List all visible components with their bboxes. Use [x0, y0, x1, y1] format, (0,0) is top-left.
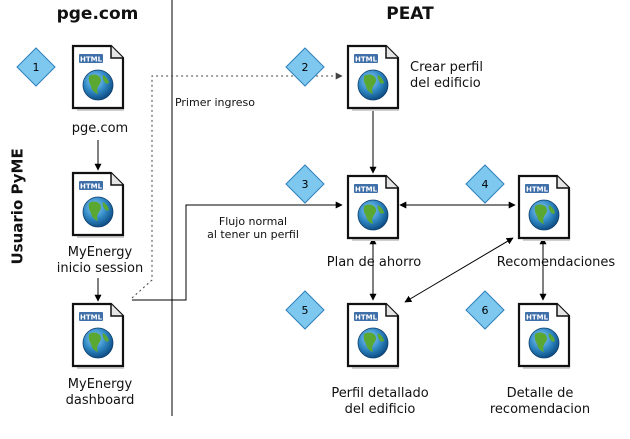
diamond-shape — [285, 164, 325, 204]
globe-land — [88, 332, 101, 352]
header-pge: pge.com — [56, 4, 139, 24]
step-number: 5 — [302, 304, 309, 317]
globe-land — [548, 333, 555, 342]
diamond-shape — [465, 290, 505, 330]
html-file-icon-pge: HTML — [71, 44, 125, 111]
step-diamond-pge: 1 — [16, 47, 56, 87]
page-fold — [385, 176, 398, 189]
globe-land — [377, 205, 384, 214]
diamond-shape — [465, 164, 505, 204]
globe-land — [534, 204, 547, 224]
html-file-icon-myenergy-dashboard: HTML — [71, 302, 125, 369]
html-file-icon-plan-ahorro: HTML — [346, 174, 400, 241]
html-badge-text: HTML — [80, 183, 103, 191]
page-fold — [556, 176, 569, 189]
label-perfil-detallado: Perfil detallado del edificio — [331, 386, 429, 417]
edge-primer-ingreso — [131, 72, 343, 299]
globe-land — [377, 333, 384, 342]
html-badge-text: HTML — [80, 56, 103, 64]
step-number: 6 — [482, 304, 489, 317]
html-badge — [354, 54, 378, 63]
globe-land — [534, 332, 547, 352]
step-diamond-detalle-recomendacion: 6 — [465, 290, 505, 330]
html-badge — [79, 312, 103, 321]
html-badge — [525, 184, 549, 193]
globe-land — [102, 202, 109, 211]
html-badge-text: HTML — [80, 314, 103, 322]
label-plan-ahorro: Plan de ahorro — [326, 255, 422, 270]
diamond-shape — [16, 47, 56, 87]
html-badge — [525, 312, 549, 321]
step-diamond-recomendaciones: 4 — [465, 164, 505, 204]
html-badge — [79, 54, 103, 63]
edge-label-primer-ingreso: Primer ingreso — [174, 96, 256, 109]
html-badge — [354, 312, 378, 321]
label-detalle-recomendacion: Detalle de recomendacion — [489, 386, 591, 417]
globe-land — [102, 75, 109, 84]
globe-land — [377, 75, 384, 84]
html-file-icon-detalle-recomendacion: HTML — [517, 302, 571, 369]
diamond-shape — [285, 290, 325, 330]
html-badge — [79, 181, 103, 190]
html-file-icon-recomendaciones: HTML — [517, 174, 571, 241]
step-diamond-plan-ahorro: 3 — [285, 164, 325, 204]
html-file-icon-crear-perfil: HTML — [346, 44, 400, 111]
label-crear-perfil: Crear perfil del edificio — [410, 60, 483, 91]
edge-flujo-normal — [132, 201, 343, 301]
step-number: 3 — [302, 178, 309, 191]
html-badge-text: HTML — [355, 56, 378, 64]
actor-label: Usuario PyME — [8, 148, 27, 265]
html-file-icon-perfil-detallado: HTML — [346, 302, 400, 369]
step-number: 2 — [302, 61, 309, 74]
label-myenergy-login: MyEnergy inicio session — [56, 245, 144, 276]
step-number: 1 — [33, 61, 40, 74]
html-badge — [354, 184, 378, 193]
label-myenergy-dashboard: MyEnergy dashboard — [65, 377, 135, 408]
label-recomendaciones: Recomendaciones — [496, 255, 616, 270]
page-fold — [110, 304, 123, 317]
html-badge-text: HTML — [526, 186, 549, 194]
step-diamond-perfil-detallado: 5 — [285, 290, 325, 330]
edge-label-flujo-normal: Flujo normal al tener un perfil — [207, 215, 299, 241]
globe-land — [363, 332, 376, 352]
step-number: 4 — [482, 178, 489, 191]
header-peat: PEAT — [386, 4, 434, 24]
globe-land — [102, 333, 109, 342]
page-fold — [110, 173, 123, 186]
globe-land — [88, 74, 101, 94]
edge-perfil-recomendaciones — [404, 237, 514, 303]
globe-land — [88, 201, 101, 221]
page-fold — [110, 46, 123, 59]
html-file-icon-myenergy-login: HTML — [71, 171, 125, 238]
diamond-shape — [285, 47, 325, 87]
page-fold — [385, 46, 398, 59]
globe-land — [363, 74, 376, 94]
html-badge-text: HTML — [526, 314, 549, 322]
step-diamond-crear-perfil: 2 — [285, 47, 325, 87]
page-fold — [385, 304, 398, 317]
label-pge: pge.com — [71, 121, 129, 136]
globe-land — [363, 204, 376, 224]
html-badge-text: HTML — [355, 186, 378, 194]
page-fold — [556, 304, 569, 317]
html-badge-text: HTML — [355, 314, 378, 322]
globe-land — [548, 205, 555, 214]
